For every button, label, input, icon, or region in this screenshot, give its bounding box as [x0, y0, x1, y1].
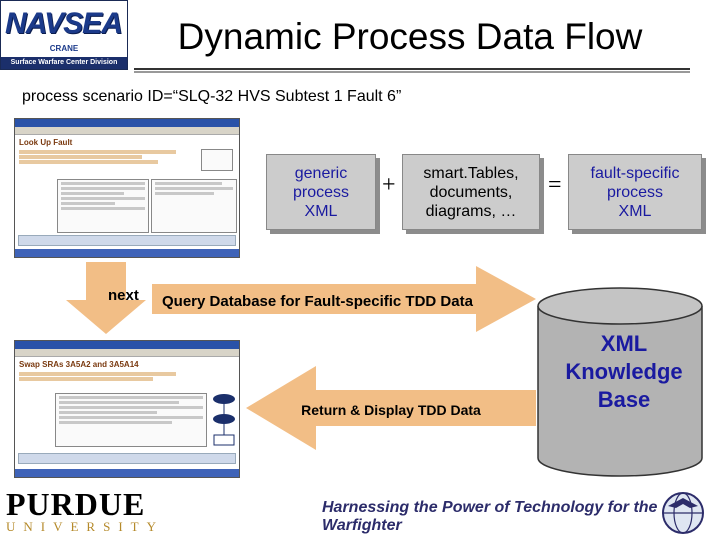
kb-line2: Knowledge [565, 359, 683, 384]
knowledge-base-cylinder [537, 287, 703, 477]
return-left-arrow [246, 366, 536, 450]
box3-line1: fault-specific [590, 164, 680, 182]
purdue-logo: PURDUE UNIVERSITY [6, 488, 156, 534]
purdue-university: UNIVERSITY [6, 519, 164, 534]
logo-text: NAVSEA [5, 7, 123, 40]
purdue-wordmark: PURDUE [6, 486, 146, 522]
box1-line2: process [292, 183, 350, 201]
box1-line1: generic [294, 164, 348, 182]
next-down-arrow [66, 262, 146, 334]
screenshot-top-heading: Look Up Fault [19, 138, 73, 147]
logo-subtext: CRANE [49, 44, 79, 53]
fault-specific-xml-box: fault-specific process XML [568, 154, 702, 230]
knowledge-base-label: XML Knowledge Base [534, 330, 714, 414]
box2-line1: smart.Tables, [423, 164, 519, 182]
page-title: Dynamic Process Data Flow [177, 16, 643, 57]
box2-line2: documents, [429, 183, 513, 201]
flowchart-icon [213, 394, 235, 446]
query-label: Query Database for Fault-specific TDD Da… [162, 293, 473, 310]
screenshot-bottom: Swap SRAs 3A5A2 and 3A5A14 [14, 340, 240, 478]
box1-line3: XML [304, 202, 338, 220]
box3-line2: process [606, 183, 663, 201]
kb-line1: XML [600, 331, 648, 356]
smart-tables-box: smart.Tables, documents, diagrams, … [402, 154, 540, 230]
footer-slogan: Harnessing the Power of Technology for t… [322, 499, 658, 534]
return-label: Return & Display TDD Data [301, 402, 481, 418]
equals-sign: = [548, 172, 562, 198]
kb-line3: Base [597, 387, 651, 412]
screenshot-top: Look Up Fault [14, 118, 240, 258]
box3-line3: XML [618, 202, 652, 220]
screenshot-bottom-heading: Swap SRAs 3A5A2 and 3A5A14 [19, 360, 139, 369]
scenario-text: process scenario ID=“SLQ-32 HVS Subtest … [22, 88, 402, 105]
generic-process-xml-box: generic process XML [266, 154, 376, 230]
globe-eagle-icon [662, 492, 704, 534]
next-label: next [108, 287, 139, 304]
plus-sign: + [382, 172, 396, 198]
query-right-arrow [152, 266, 536, 332]
title-divider [134, 68, 690, 70]
navsea-logo: NAVSEA CRANE Surface Warfare Center Divi… [0, 0, 128, 70]
box2-line3: diagrams, … [425, 202, 517, 220]
logo-division: Surface Warfare Center Division [1, 57, 127, 69]
